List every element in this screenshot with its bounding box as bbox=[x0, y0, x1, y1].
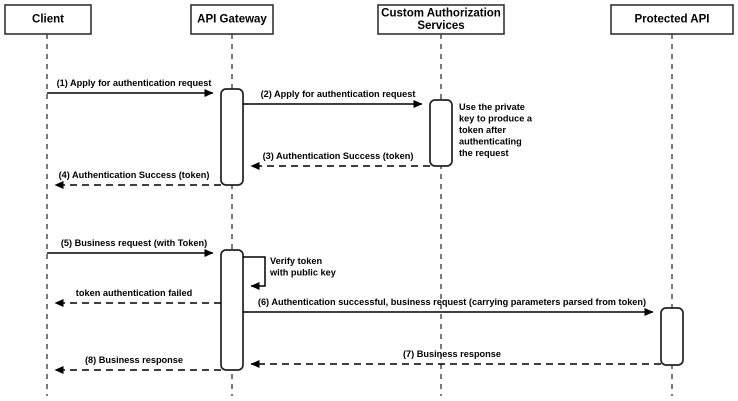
note-private-key-line: Use the private bbox=[459, 102, 525, 112]
self-msg-verify-token-path bbox=[243, 256, 266, 290]
participant-protected-api[interactable]: Protected API bbox=[610, 4, 734, 35]
msg-1: (1) Apply for authentication request bbox=[47, 78, 214, 97]
msg-5: (5) Business request (with Token) bbox=[47, 238, 214, 257]
self-messages-layer: Verify token with public key bbox=[243, 256, 337, 290]
msg-6-label: (6) Authentication successful, business … bbox=[258, 297, 646, 307]
msg-8: (8) Business response bbox=[54, 355, 221, 374]
msg-6: (6) Authentication successful, business … bbox=[243, 297, 654, 316]
msg-2: (2) Apply for authentication request bbox=[243, 89, 423, 108]
participant-client[interactable]: Client bbox=[4, 4, 92, 35]
messages-layer: (1) Apply for authentication request (2) … bbox=[47, 78, 661, 374]
msg-3-label: (3) Authentication Success (token) bbox=[263, 151, 414, 161]
msg-token-failed: token authentication failed bbox=[54, 288, 221, 307]
activation-gateway-auth bbox=[220, 88, 244, 186]
participants-layer: Client API Gateway Custom AuthorizationSer… bbox=[4, 4, 734, 35]
participant-label-custom-authorization-services: Custom Authorization bbox=[381, 7, 501, 19]
msg-1-label: (1) Apply for authentication request bbox=[57, 78, 212, 88]
self-msg-verify-token: Verify token with public key bbox=[243, 256, 337, 290]
note-private-key-line: the request bbox=[459, 148, 509, 158]
msg-4-label: (4) Authentication Success (token) bbox=[59, 170, 210, 180]
msg-token-failed-label: token authentication failed bbox=[76, 288, 192, 298]
msg-7-label: (7) Business response bbox=[403, 349, 501, 359]
msg-7: (7) Business response bbox=[250, 349, 661, 368]
note-private-key-line: key to produce a bbox=[459, 114, 533, 124]
participant-label-api-gateway: API Gateway bbox=[197, 14, 267, 26]
msg-8-label: (8) Business response bbox=[85, 355, 183, 365]
activation-protected-api bbox=[660, 307, 684, 366]
self-msg-verify-token-label-line: with public key bbox=[269, 268, 337, 278]
msg-3: (3) Authentication Success (token) bbox=[250, 151, 430, 170]
msg-4: (4) Authentication Success (token) bbox=[54, 170, 221, 189]
activation-gateway-business bbox=[220, 249, 244, 371]
participant-label-client: Client bbox=[32, 14, 64, 26]
note-private-key-line: authenticating bbox=[459, 137, 522, 147]
self-msg-verify-token-label-line: Verify token bbox=[270, 256, 322, 266]
activations-layer bbox=[220, 88, 684, 371]
activation-authsvc bbox=[429, 99, 453, 167]
msg-2-label: (2) Apply for authentication request bbox=[261, 89, 416, 99]
participant-label-protected-api: Protected API bbox=[635, 14, 710, 26]
participant-label-custom-authorization-services: Services bbox=[417, 20, 464, 32]
participant-api-gateway[interactable]: API Gateway bbox=[190, 4, 274, 35]
note-private-key-line: token after bbox=[459, 125, 506, 135]
msg-5-label: (5) Business request (with Token) bbox=[61, 238, 207, 248]
